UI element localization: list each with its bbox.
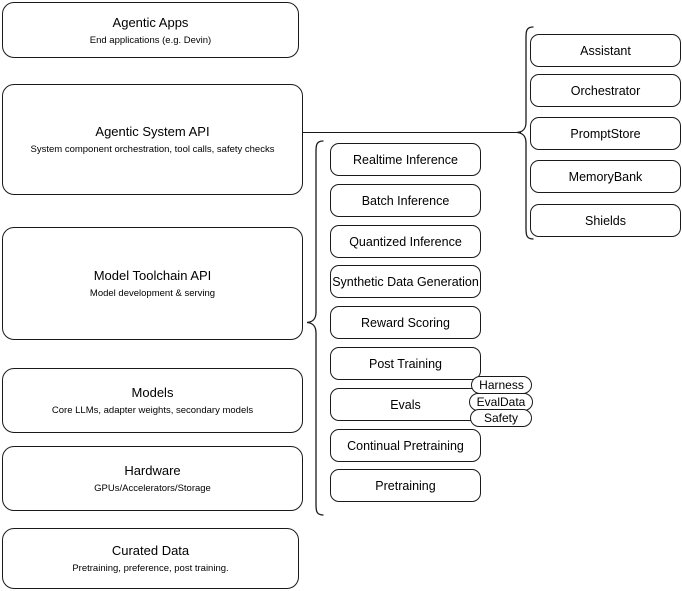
brace-agentic-system (516, 26, 534, 240)
eval-badge-label: Safety (483, 411, 519, 425)
agentic-label: MemoryBank (568, 169, 643, 184)
eval-badge-safety[interactable]: Safety (470, 409, 532, 427)
toolchain-label: Post Training (369, 356, 442, 371)
toolchain-label: Continual Pretraining (347, 438, 464, 453)
toolchain-box-batch-inference[interactable]: Batch Inference (330, 184, 481, 217)
agentic-label: PromptStore (570, 126, 641, 141)
layer-subtitle: End applications (e.g. Devin) (89, 34, 212, 46)
layer-box-curated-data[interactable]: Curated Data Pretraining, preference, po… (2, 528, 299, 589)
eval-badge-harness[interactable]: Harness (471, 376, 532, 394)
layer-title: Agentic System API (95, 124, 210, 139)
layer-box-models[interactable]: Models Core LLMs, adapter weights, secon… (2, 368, 303, 433)
agentic-box-promptstore[interactable]: PromptStore (530, 117, 681, 150)
toolchain-box-evals[interactable]: Evals (330, 388, 481, 421)
layer-box-agentic-apps[interactable]: Agentic Apps End applications (e.g. Devi… (2, 2, 299, 58)
agentic-label: Shields (585, 213, 626, 228)
connector-line-agentic-system-api (303, 132, 521, 134)
layer-box-hardware[interactable]: Hardware GPUs/Accelerators/Storage (2, 446, 303, 511)
layer-box-agentic-system-api[interactable]: Agentic System API System component orch… (2, 84, 303, 195)
layer-subtitle: Core LLMs, adapter weights, secondary mo… (51, 405, 254, 416)
brace-model-toolchain (306, 140, 324, 516)
layer-title: Hardware (124, 463, 181, 478)
toolchain-box-quantized-inference[interactable]: Quantized Inference (330, 225, 481, 258)
agentic-box-shields[interactable]: Shields (530, 204, 681, 237)
layer-title: Models (131, 385, 174, 400)
layer-subtitle: Model development & serving (89, 288, 216, 299)
agentic-label: Orchestrator (570, 83, 641, 98)
agentic-box-memorybank[interactable]: MemoryBank (530, 160, 681, 193)
toolchain-box-synthetic-data-generation[interactable]: Synthetic Data Generation (330, 265, 481, 298)
toolchain-label: Pretraining (375, 478, 436, 493)
eval-badge-evaldata[interactable]: EvalData (469, 393, 533, 411)
toolchain-label: Realtime Inference (353, 152, 458, 167)
agentic-box-orchestrator[interactable]: Orchestrator (530, 74, 681, 107)
layer-box-model-toolchain-api[interactable]: Model Toolchain API Model development & … (2, 227, 303, 340)
agentic-box-assistant[interactable]: Assistant (530, 34, 681, 67)
toolchain-label: Batch Inference (361, 193, 450, 208)
eval-badge-label: EvalData (476, 395, 526, 409)
toolchain-box-reward-scoring[interactable]: Reward Scoring (330, 306, 481, 339)
layer-subtitle: System component orchestration, tool cal… (30, 144, 275, 155)
toolchain-box-realtime-inference[interactable]: Realtime Inference (330, 143, 481, 176)
layer-title: Model Toolchain API (93, 268, 212, 283)
eval-badge-label: Harness (479, 378, 524, 392)
toolchain-box-continual-pretraining[interactable]: Continual Pretraining (330, 429, 481, 462)
layer-title: Curated Data (111, 543, 190, 558)
layer-title: Agentic Apps (112, 14, 189, 30)
toolchain-label: Quantized Inference (349, 234, 462, 249)
layer-subtitle: Pretraining, preference, post training. (72, 563, 229, 574)
layer-subtitle: GPUs/Accelerators/Storage (94, 483, 211, 494)
toolchain-label: Reward Scoring (361, 315, 450, 330)
toolchain-label: Evals (390, 397, 421, 412)
toolchain-box-pretraining[interactable]: Pretraining (330, 469, 481, 502)
toolchain-box-post-training[interactable]: Post Training (330, 347, 481, 380)
agentic-label: Assistant (580, 43, 631, 58)
toolchain-label: Synthetic Data Generation (332, 274, 479, 289)
